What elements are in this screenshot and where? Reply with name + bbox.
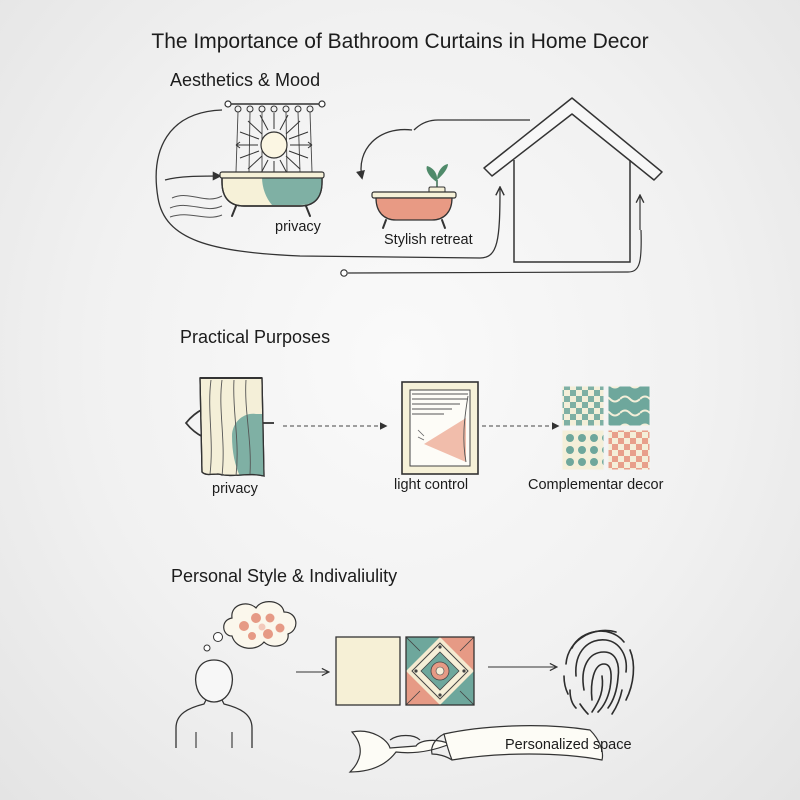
page-title: The Importance of Bathroom Curtains in H… bbox=[151, 30, 649, 53]
section-heading-practical: Practical Purposes bbox=[180, 327, 331, 347]
practical-illustration bbox=[184, 377, 651, 477]
section-heading-aesthetics: Aesthetics & Mood bbox=[170, 70, 321, 90]
label-privacy-aesthetics: privacy bbox=[275, 219, 321, 235]
personal-illustration bbox=[175, 601, 635, 773]
label-light-control: light control bbox=[394, 477, 469, 493]
label-stylish-retreat: Stylish retreat bbox=[384, 232, 473, 248]
label-personalized-space: Personalized space bbox=[505, 737, 632, 753]
aesthetics-illustration bbox=[155, 97, 663, 277]
label-privacy-practical: privacy bbox=[212, 481, 258, 497]
section-heading-personal: Personal Style & Indivaliulity bbox=[171, 566, 398, 586]
label-complementary-decor: Complementar decor bbox=[528, 477, 664, 493]
